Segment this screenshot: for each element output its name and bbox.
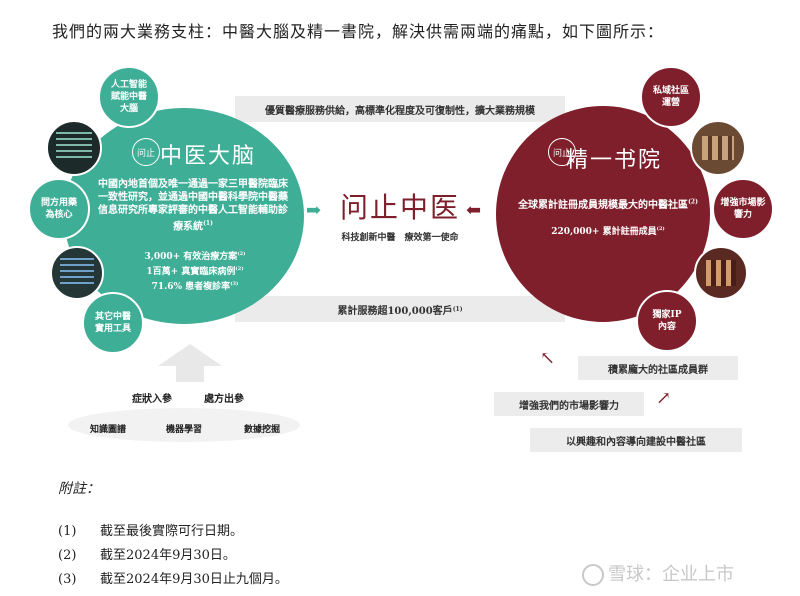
foundation-0: 知識圖譜 [90, 425, 127, 435]
zhongyi-dana-circle [64, 108, 304, 324]
left-stat-2: 71.6% 患者複診率 [151, 282, 231, 292]
watermark: 雪球：企业上市 [582, 560, 734, 586]
left-stat-row: 3,000+ 有效治療方案(2) [120, 248, 270, 263]
left-stat-sup-1: (2) [235, 266, 244, 272]
bubble-exclusive-ip-text: 獨家IP內容 [652, 310, 682, 332]
output-label: 處方出參 [204, 394, 244, 405]
note-2-num: (2) [58, 548, 77, 563]
bubble-exclusive-ip: 獨家IP內容 [636, 290, 698, 352]
center-title: 问止中医 [339, 191, 460, 224]
right-logo: 问止 [548, 138, 576, 166]
bottom-band: 累計服務超100,000客戶(1) [235, 296, 565, 322]
right-pill-2: 以興趣和內容導向建設中醫社區 [530, 428, 742, 452]
bubble-ai-brain-text: 人工智能賦能中醫大腦 [110, 80, 147, 114]
foundation-1: 機器學習 [166, 425, 203, 435]
bubble-prescription-text: 問方用藥為核心 [40, 198, 77, 220]
right-line1-text: 全球累計註冊成員規模最大的中醫社區 [518, 200, 689, 211]
watermark-text: 雪球：企业上市 [608, 564, 734, 585]
note-1-text: 截至最後實際可行日期。 [100, 524, 244, 539]
right-pill-2-text: 以興趣和內容導向建設中醫社區 [566, 436, 706, 448]
right-line2-sup: (2) [656, 226, 665, 232]
screen-lines [60, 258, 94, 286]
notes-label: 附註： [58, 481, 100, 497]
left-stat-1: 1百萬+ 真實臨床病例 [146, 267, 236, 277]
note-3-num: (3) [58, 572, 77, 587]
foundation-ellipse [68, 408, 300, 442]
bottom-band-text: 累計服務超100,000客戶 [337, 305, 453, 317]
right-line2: 220,000+ 累計註冊成員(2) [508, 224, 708, 237]
jingyi-shuyuan-circle [496, 106, 710, 322]
watermark-icon [582, 564, 604, 586]
curve-arrow-up-icon: ↖ [540, 348, 556, 369]
right-pill-0-text: 積累龐大的社區成員群 [608, 364, 708, 376]
note-2-text: 截至2024年9月30日。 [100, 548, 236, 563]
intro-text: 我們的兩大業務支柱：中醫大腦及精一書院，解決供需兩端的痛點，如下圖所示： [52, 22, 665, 41]
left-stat-sup-2: (3) [230, 281, 239, 287]
right-pill-1-text: 增強我們的市場影響力 [519, 400, 619, 412]
arrow-right-icon: ➡ [306, 200, 322, 221]
note-1-num: (1) [58, 524, 77, 539]
note-2: (2) 截至2024年9月30日。 [58, 544, 236, 563]
bubble-private-community-text: 私域社區運營 [653, 86, 690, 108]
right-line1: 全球累計註冊成員規模最大的中醫社區(2) [508, 196, 708, 211]
right-line2-text: 220,000+ 累計註冊成員 [551, 227, 657, 237]
bubble-private-community: 私域社區運營 [640, 66, 702, 128]
right-pill-0: 積累龐大的社區成員群 [578, 356, 738, 380]
left-stat-row: 1百萬+ 真實臨床病例(2) [120, 263, 270, 278]
left-desc-sup: (1) [203, 220, 213, 227]
input-label: 症狀入參 [132, 394, 172, 405]
right-pill-1: 增強我們的市場影響力 [494, 392, 644, 416]
note-3: (3) 截至2024年9月30日止九個月。 [58, 568, 288, 587]
right-brand-title: 精一书院 [566, 148, 663, 173]
note-3-text: 截至2024年9月30日止九個月。 [100, 572, 288, 587]
foundation-2: 數據挖掘 [244, 425, 281, 435]
photo-classroom [690, 120, 746, 176]
bubble-ai-brain: 人工智能賦能中醫大腦 [98, 66, 160, 128]
bubble-other-tools-text: 其它中醫實用工具 [94, 312, 131, 334]
bubble-market-influence-text: 增強市場影響力 [720, 198, 766, 220]
screen-lines [56, 132, 92, 162]
top-band-text: 優質醫療服務供給，高標準化程度及可復制性，擴大業務規模 [265, 105, 535, 117]
curve-arrow-right-icon: ↗ [656, 388, 672, 409]
photo-computer-bottom [50, 246, 104, 300]
left-brand-title: 中医大脑 [160, 144, 257, 169]
up-arrow-icon [158, 344, 222, 382]
bottom-band-sup: (1) [452, 305, 463, 313]
left-stats: 3,000+ 有效治療方案(2) 1百萬+ 真實臨床病例(2) 71.6% 患者… [120, 248, 270, 293]
photo-hall [694, 246, 748, 300]
center-tagline: 科技創新中醫 療效第一使命 [341, 233, 459, 243]
right-line1-sup: (2) [688, 198, 698, 206]
bubble-other-tools: 其它中醫實用工具 [82, 292, 144, 354]
bubble-prescription: 問方用藥為核心 [28, 178, 90, 240]
left-desc: 中國內地首個及唯一通過一家三甲醫院臨床一致性研究，並通過中國中醫科學院中醫藥信息… [98, 178, 288, 233]
arrow-left-icon: ⬅ [466, 200, 482, 221]
note-1: (1) 截至最後實際可行日期。 [58, 520, 243, 539]
left-stat-sup-0: (2) [237, 251, 246, 257]
bubble-market-influence: 增強市場影響力 [712, 178, 774, 240]
photo-computer-top [46, 120, 102, 176]
top-band: 優質醫療服務供給，高標準化程度及可復制性，擴大業務規模 [235, 96, 565, 122]
left-desc-text: 中國內地首個及唯一通過一家三甲醫院臨床一致性研究，並通過中國中醫科學院中醫藥信息… [98, 179, 288, 233]
photo-detail [702, 136, 734, 160]
left-stat-0: 3,000+ 有效治療方案 [144, 252, 238, 262]
left-stat-row: 71.6% 患者複診率(3) [120, 278, 270, 293]
photo-detail [706, 260, 736, 286]
left-logo: 问止 [132, 138, 160, 166]
